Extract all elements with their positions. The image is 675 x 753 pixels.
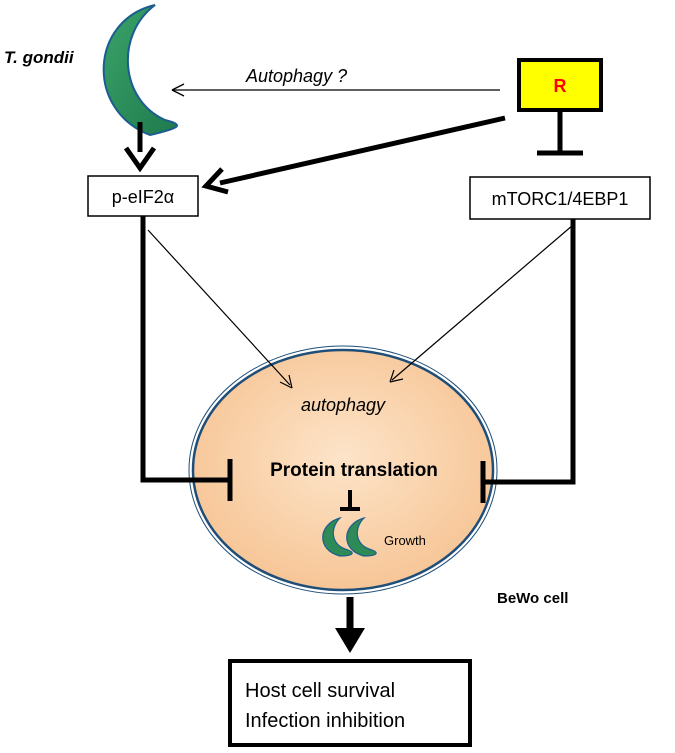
cell-label: BeWo cell xyxy=(497,590,568,607)
mtorc-inhibits-translation-line xyxy=(484,219,576,485)
drug-label: R xyxy=(554,76,567,96)
outcome-line-2: Infection inhibition xyxy=(245,710,405,732)
parasite-to-peif2a-arrowhead xyxy=(123,146,157,173)
parasite-crescent-icon xyxy=(102,4,178,137)
growth-parasite-icon-2 xyxy=(346,516,377,557)
growth-parasite-icon xyxy=(322,516,353,557)
organism-label: T. gondii xyxy=(4,48,75,67)
outcome-line-1: Host cell survival xyxy=(245,680,395,702)
peif2a-to-autophagy-arrowhead xyxy=(279,374,293,389)
mtorc-box xyxy=(469,176,651,220)
autophagy-question-arrowhead xyxy=(171,83,185,97)
peif2a-to-autophagy-arrow xyxy=(147,229,291,386)
mtorc-to-autophagy-arrow xyxy=(391,224,574,381)
growth-label: Growth xyxy=(384,533,426,548)
autophagy-label: autophagy xyxy=(301,395,386,415)
protein-translation-label: Protein translation xyxy=(270,460,438,481)
autophagy-question-label: Autophagy ? xyxy=(245,66,347,86)
peif2a-inhibits-translation-line xyxy=(140,216,228,483)
cell-to-outcome-arrowhead xyxy=(335,628,365,653)
mtorc-label: mTORC1/4EBP1 xyxy=(492,189,629,209)
peif2a-label: p-eIF2α xyxy=(112,187,174,207)
mtorc-to-autophagy-arrowhead xyxy=(389,369,404,383)
bewo-cell-outer-ring xyxy=(188,345,498,595)
drug-to-peif2a-arrow xyxy=(219,115,506,186)
outcome-box xyxy=(228,659,472,747)
drug-to-peif2a-arrowhead xyxy=(201,167,229,195)
bewo-cell xyxy=(191,348,495,592)
